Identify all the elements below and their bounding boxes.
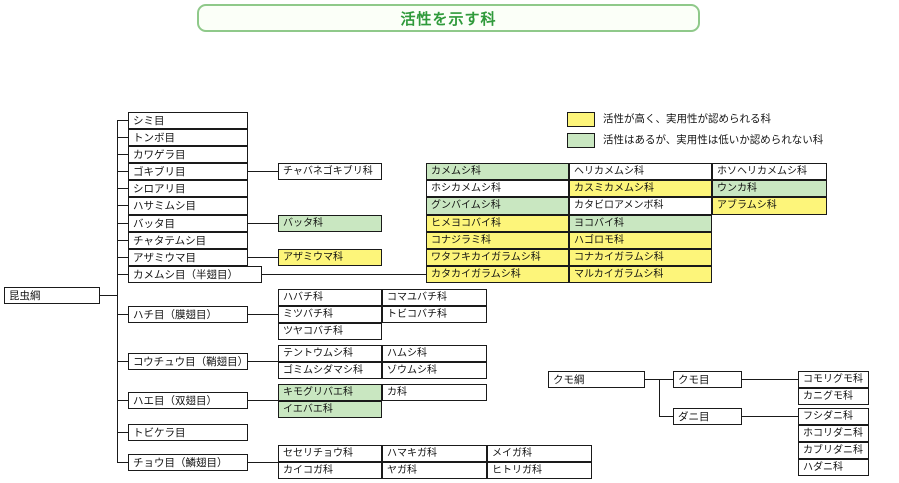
connector-line [248, 314, 278, 315]
family-cell: イエバエ科 [278, 401, 382, 418]
connector-line [100, 295, 118, 296]
family-cell: ゾウムシ科 [382, 362, 487, 379]
family-cell: マルカイガラムシ科 [569, 266, 712, 283]
connector-line [248, 257, 278, 258]
family-cell: ホシカメムシ科 [426, 180, 569, 197]
order-box: チャタテムシ目 [128, 232, 248, 249]
family-cell: カブリダニ科 [798, 442, 869, 459]
connector-line [248, 400, 278, 401]
connector-line [117, 205, 128, 206]
connector-line [117, 257, 128, 258]
connector-line [117, 120, 118, 462]
family-cell: ウンカ科 [712, 180, 827, 197]
family-cell: カタビロアメンボ科 [569, 197, 712, 215]
order-box: コウチュウ目（鞘翅目） [128, 353, 248, 370]
connector-line [117, 137, 128, 138]
connector-line [659, 416, 673, 417]
connector-line [117, 400, 128, 401]
order-box: ダニ目 [673, 408, 742, 425]
connector-line [117, 240, 128, 241]
legend-swatch-yellow [567, 112, 595, 127]
connector-line [742, 379, 798, 380]
connector-line [248, 223, 278, 224]
family-cell: ヨコバイ科 [569, 215, 712, 232]
order-box: トビケラ目 [128, 424, 248, 441]
family-cell: バッタ科 [278, 215, 382, 232]
family-cell: チャバネゴキブリ科 [278, 163, 382, 180]
order-box: ハサミムシ目 [128, 197, 248, 215]
family-cell: ツヤコバチ科 [278, 323, 382, 340]
connector-line [117, 462, 128, 463]
connector-line [248, 361, 278, 362]
connector-line [117, 223, 128, 224]
connector-line [248, 462, 278, 463]
order-box: ハチ目（膜翅目） [128, 306, 248, 323]
family-cell: ハダニ科 [798, 459, 869, 476]
family-cell: ミツバチ科 [278, 306, 382, 323]
order-box: トンボ目 [128, 129, 248, 146]
order-box: シミ目 [128, 112, 248, 129]
family-cell: カメムシ科 [426, 163, 569, 180]
order-box: ハエ目（双翅目） [128, 392, 248, 409]
family-cell: カ科 [382, 384, 487, 401]
connector-line [117, 171, 128, 172]
connector-line [117, 361, 128, 362]
connector-line [262, 274, 426, 275]
connector-line [117, 314, 128, 315]
family-cell: グンバイムシ科 [426, 197, 569, 215]
family-cell: キモグリバエ科 [278, 384, 382, 401]
connector-line [117, 274, 128, 275]
order-box: シロアリ目 [128, 180, 248, 197]
family-cell: ハゴロモ科 [569, 232, 712, 249]
connector-line [742, 416, 798, 417]
family-cell: ワタフキカイガラムシ科 [426, 249, 569, 266]
root-class-arachnida: クモ綱 [548, 371, 645, 388]
family-cell: ヒトリガ科 [487, 462, 592, 479]
family-cell: トビコバチ科 [382, 306, 487, 323]
order-box: バッタ目 [128, 215, 248, 232]
family-cell: アザミウマ科 [278, 249, 382, 266]
family-cell: ハバチ科 [278, 289, 382, 306]
connector-line [248, 171, 278, 172]
connector-line [117, 120, 128, 121]
family-cell: ヘリカメムシ科 [569, 163, 712, 180]
connector-line [117, 154, 128, 155]
family-cell: メイガ科 [487, 445, 592, 462]
family-cell: ホコリダニ科 [798, 425, 869, 442]
order-box: アザミウマ目 [128, 249, 248, 266]
family-cell: コモリグモ科 [798, 371, 869, 388]
family-cell: カイコガ科 [278, 462, 382, 479]
family-cell: コマユバチ科 [382, 289, 487, 306]
family-cell: ハムシ科 [382, 345, 487, 362]
connector-line [117, 188, 128, 189]
order-box: クモ目 [673, 371, 742, 388]
family-cell: カニグモ科 [798, 388, 869, 405]
connector-line [659, 379, 660, 417]
family-cell: フシダニ科 [798, 408, 869, 425]
legend-label-green: 活性はあるが、実用性は低いか認められない科 [603, 134, 824, 146]
family-cell: テントウムシ科 [278, 345, 382, 362]
order-box: ゴキブリ目 [128, 163, 248, 180]
family-cell: アブラムシ科 [712, 197, 827, 215]
legend-swatch-green [567, 133, 595, 148]
family-cell: ヒメヨコバイ科 [426, 215, 569, 232]
family-cell: ホソヘリカメムシ科 [712, 163, 827, 180]
family-cell: ヤガ科 [382, 462, 487, 479]
root-class-insecta: 昆虫綱 [4, 287, 100, 304]
family-cell: ゴミムシダマシ科 [278, 362, 382, 379]
connector-line [117, 432, 128, 433]
order-box: カメムシ目（半翅目） [128, 266, 262, 283]
page-title: 活性を示す科 [197, 4, 700, 32]
legend-label-yellow: 活性が高く、実用性が認められる科 [603, 113, 771, 125]
family-cell: カタカイガラムシ科 [426, 266, 569, 283]
order-box: カワゲラ目 [128, 146, 248, 163]
family-cell: コナカイガラムシ科 [569, 249, 712, 266]
family-cell: カスミカメムシ科 [569, 180, 712, 197]
order-box: チョウ目（鱗翅目） [128, 454, 248, 471]
family-cell: セセリチョウ科 [278, 445, 382, 462]
family-cell: コナジラミ科 [426, 232, 569, 249]
family-cell: ハマキガ科 [382, 445, 487, 462]
